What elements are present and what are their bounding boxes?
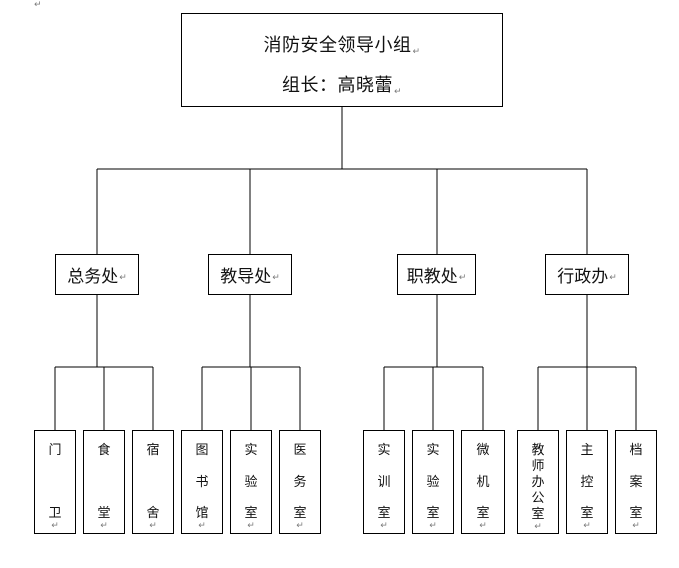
unit-name: 实验室 (426, 443, 439, 521)
unit-box: 医务室↵ (279, 430, 321, 534)
unit-name-char: 室 (580, 506, 594, 521)
paragraph-mark: ↵ (100, 521, 108, 531)
unit-name-char: 机 (476, 474, 490, 490)
paragraph-mark: ↵ (247, 521, 255, 531)
unit-box: 教师办公室↵ (517, 430, 559, 534)
unit-name-char: 实 (426, 443, 440, 458)
unit-name-char: 主 (580, 443, 594, 458)
unit-name: 门卫 (48, 443, 61, 521)
unit-box: 主控室↵ (566, 430, 608, 534)
paragraph-mark: ↵ (149, 521, 157, 531)
unit-name-char: 验 (426, 474, 440, 490)
unit-name-char: 实 (377, 443, 391, 458)
unit-name: 主控室 (580, 443, 593, 521)
unit-box: 实验室↵ (412, 430, 454, 534)
unit-name-char: 档 (629, 443, 643, 458)
paragraph-mark: ↵ (51, 521, 59, 531)
unit-name-char: 堂 (97, 506, 111, 521)
unit-name-char: 训 (377, 474, 391, 490)
department-name: 职教处 (406, 267, 458, 287)
unit-name-char: 室 (244, 506, 258, 521)
unit-name-char: 室 (476, 506, 490, 521)
unit-name: 档案室 (629, 443, 642, 521)
root-leader-line: 组长：高晓蕾↵ (182, 71, 502, 97)
paragraph-mark: ↵ (119, 272, 127, 283)
department-name: 总务处 (67, 267, 119, 287)
paragraph-mark: ↵ (393, 87, 403, 97)
unit-box: 档案室↵ (615, 430, 657, 534)
department-name: 行政办 (557, 267, 609, 287)
department-box: 教导处↵ (208, 254, 292, 295)
unit-name-char: 舍 (146, 506, 160, 521)
paragraph-mark: ↵ (458, 272, 467, 283)
paragraph-mark: ↵ (479, 521, 487, 531)
unit-name: 教师办公室 (531, 443, 544, 522)
paragraph-mark: ↵ (34, 0, 42, 10)
paragraph-mark: ↵ (198, 521, 206, 531)
unit-name: 微机室 (476, 443, 489, 521)
unit-name-char: 宿 (146, 443, 160, 458)
unit-name: 图书馆 (195, 443, 208, 521)
unit-name-char: 室 (629, 506, 643, 521)
unit-name-char: 公 (531, 491, 545, 506)
unit-box: 图书馆↵ (181, 430, 223, 534)
unit-name-char: 门 (48, 443, 62, 458)
paragraph-mark: ↵ (272, 272, 280, 283)
unit-name-char: 室 (377, 506, 391, 521)
department-box: 行政办↵ (545, 254, 629, 295)
unit-box: 实训室↵ (363, 430, 405, 534)
unit-name-char: 实 (244, 443, 258, 458)
unit-name-char: 医 (293, 443, 307, 458)
root-box: 消防安全领导小组↵ 组长：高晓蕾↵ (181, 13, 503, 107)
unit-name: 食堂 (97, 443, 110, 521)
unit-name-char: 室 (531, 507, 545, 522)
paragraph-mark: ↵ (609, 272, 617, 283)
unit-name-char: 控 (580, 474, 594, 490)
unit-name: 医务室 (293, 443, 306, 521)
unit-name-char: 微 (476, 443, 490, 458)
unit-box: 宿舍↵ (132, 430, 174, 534)
unit-name-char: 食 (97, 443, 111, 458)
paragraph-mark: ↵ (583, 521, 591, 531)
unit-name-char: 室 (426, 506, 440, 521)
department-name: 教导处 (220, 267, 272, 287)
paragraph-mark: ↵ (632, 521, 640, 531)
paragraph-mark: ↵ (380, 521, 388, 531)
unit-name-char: 验 (244, 474, 258, 490)
root-title-line: 消防安全领导小组↵ (182, 31, 502, 57)
unit-name-char: 馆 (195, 506, 209, 521)
department-box: 职教处↵ (397, 254, 476, 295)
unit-box: 微机室↵ (461, 430, 505, 534)
unit-box: 食堂↵ (83, 430, 125, 534)
unit-name: 实训室 (377, 443, 390, 521)
unit-box: 实验室↵ (230, 430, 272, 534)
paragraph-mark: ↵ (534, 522, 542, 532)
unit-name-char: 务 (293, 474, 307, 490)
department-box: 总务处↵ (55, 254, 139, 295)
root-title: 消防安全领导小组 (263, 35, 412, 56)
unit-name-char: 图 (195, 443, 209, 458)
root-leader: 组长：高晓蕾 (281, 75, 393, 96)
unit-box: 门卫↵ (34, 430, 76, 534)
unit-name-char: 书 (195, 474, 209, 490)
unit-name-char: 室 (293, 506, 307, 521)
unit-name-char: 师 (531, 459, 545, 474)
paragraph-mark: ↵ (412, 47, 421, 57)
unit-name-char: 办 (531, 475, 545, 490)
unit-name-char: 教 (531, 443, 545, 458)
paragraph-mark: ↵ (296, 521, 304, 531)
paragraph-mark: ↵ (429, 521, 437, 531)
unit-name: 宿舍 (146, 443, 159, 521)
unit-name-char: 卫 (48, 506, 62, 521)
unit-name: 实验室 (244, 443, 257, 521)
unit-name-char: 案 (629, 474, 643, 490)
